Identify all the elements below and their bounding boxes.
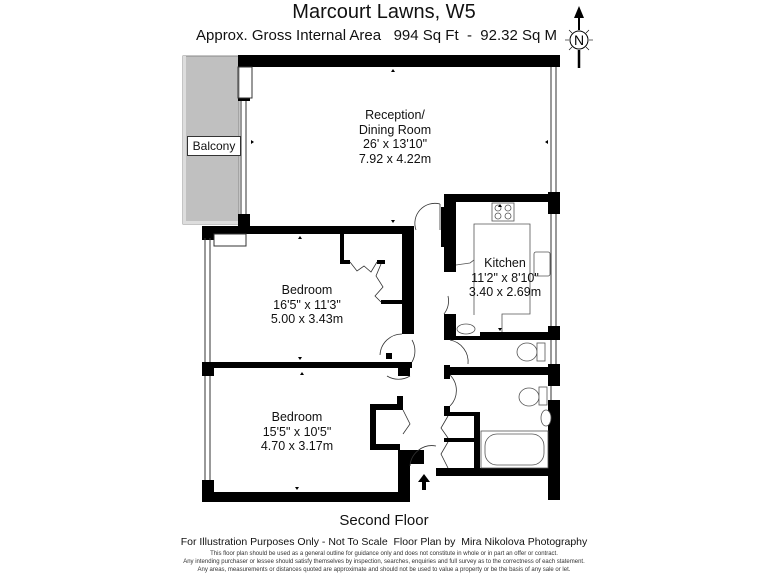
disclaimer-line: Any intending purchaser or lessee should… (183, 559, 585, 565)
room-name: Bedroom (281, 283, 333, 297)
room-imperial: 26' x 13'10" (362, 137, 428, 151)
doors (349, 202, 469, 469)
measure-ticks (251, 69, 548, 490)
credit-line: For Illustration Purposes Only - Not To … (180, 536, 588, 548)
svg-text:N: N (574, 32, 584, 48)
disclaimer-line: Any areas, measurements or distances quo… (197, 567, 571, 573)
floor-name: Second Floor (339, 512, 429, 529)
room-label-reception: Reception/ Dining Room 26' x 13'10" 7.92… (345, 108, 445, 166)
room-label-kitchen: Kitchen 11'2" x 8'10" 3.40 x 2.69m (465, 256, 545, 300)
room-metric: 5.00 x 3.43m (270, 312, 344, 326)
walls (202, 55, 560, 502)
kitchen-fittings (455, 202, 552, 469)
room-metric: 3.40 x 2.69m (468, 285, 542, 299)
room-name: Bedroom (271, 410, 323, 424)
plan-title: Marcourt Lawns, W5 (292, 1, 476, 23)
north-compass-icon: N (565, 6, 593, 68)
entrance-arrow-icon (418, 474, 430, 490)
room-imperial: 15'5" x 10'5" (262, 424, 332, 439)
disclaimer-line: This floor plan should be used as a gene… (210, 551, 558, 557)
room-label-bedroom-1: Bedroom 16'5" x 11'3" 5.00 x 3.43m (262, 283, 352, 327)
room-name-line2: Dining Room (358, 122, 432, 137)
room-name: Reception/ (365, 108, 425, 122)
room-label-balcony: Balcony (187, 136, 241, 156)
room-imperial: 16'5" x 11'3" (273, 297, 341, 312)
room-metric: 4.70 x 3.17m (260, 439, 334, 453)
room-name: Kitchen (484, 256, 526, 270)
room-imperial: 11'2" x 8'10" (471, 270, 539, 285)
room-label-bedroom-2: Bedroom 15'5" x 10'5" 4.70 x 3.17m (252, 410, 342, 454)
disclaimer: This floor plan should be used as a gene… (0, 550, 768, 574)
room-metric: 7.92 x 4.22m (358, 151, 432, 166)
gross-internal-area: Approx. Gross Internal Area 994 Sq Ft - … (196, 27, 558, 44)
windows (204, 66, 557, 480)
